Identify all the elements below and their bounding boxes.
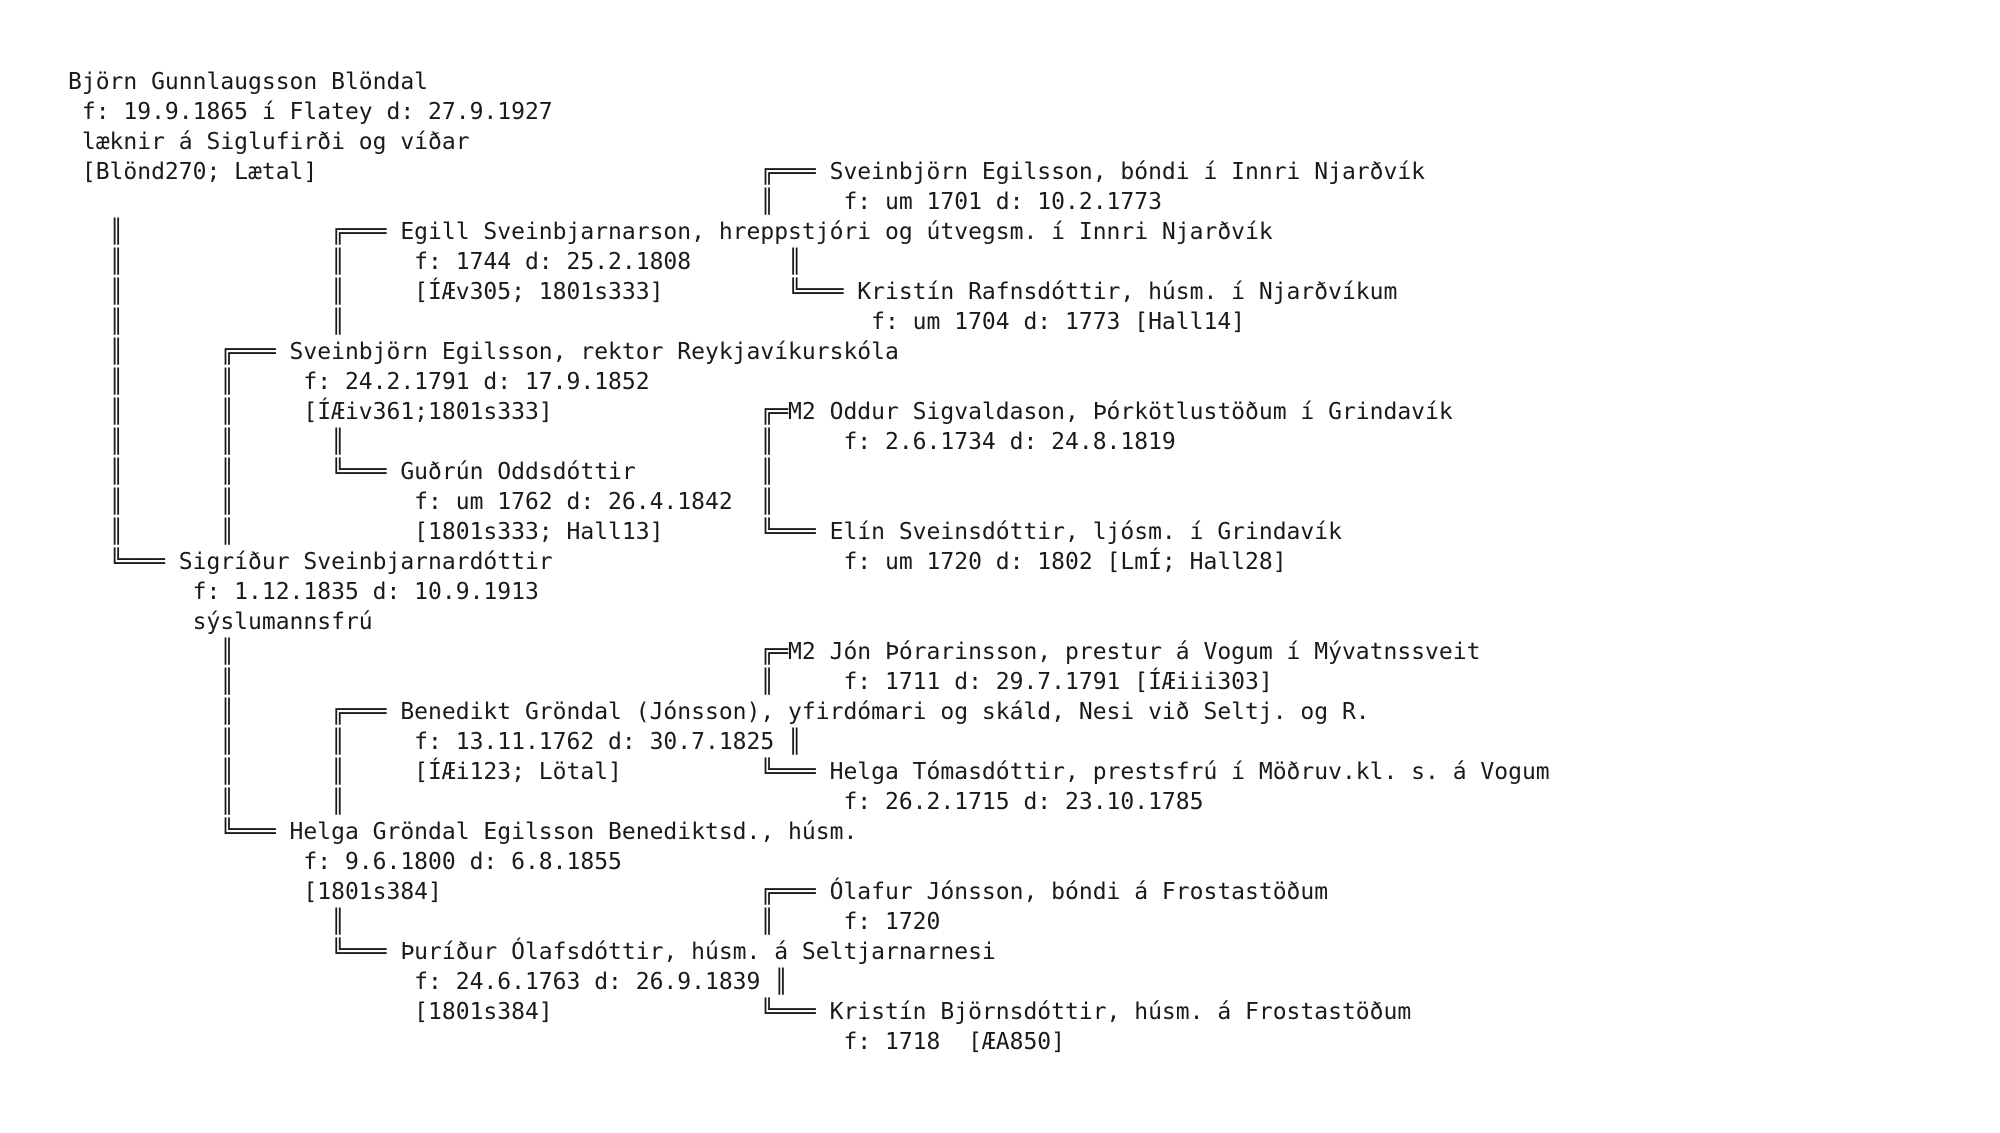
tree-line: læknir á Siglufirði og víðar: [68, 129, 470, 155]
tree-line: ║ ║ f: 1711 d: 29.7.1791 [ÍÆiii303]: [68, 669, 1273, 695]
tree-line: ║ ║ ║ ║ f: 2.6.1734 d: 24.8.1819: [68, 429, 1176, 455]
tree-line: ║ ║ f: 1720: [68, 909, 941, 935]
tree-line: sýslumannsfrú: [68, 609, 373, 635]
tree-line: ║ ║ [ÍÆi123; Lötal] ╚═══ Helga Tómasdótt…: [68, 759, 1550, 785]
tree-line: ║ ╔═══ Sveinbjörn Egilsson, rektor Reykj…: [68, 339, 899, 365]
tree-line: ║ ║ f: um 1704 d: 1773 [Hall14]: [68, 309, 1246, 335]
tree-line: ║ ║ [ÍÆv305; 1801s333] ╚═══ Kristín Rafn…: [68, 279, 1398, 305]
tree-line: f: 24.6.1763 d: 26.9.1839 ║: [68, 969, 789, 995]
tree-line: f: 1718 [ÆA850]: [68, 1029, 1065, 1055]
genealogy-tree: Björn Gunnlaugsson Blöndal f: 19.9.1865 …: [68, 67, 1550, 1057]
tree-line: [1801s384] ╔═══ Ólafur Jónsson, bóndi á …: [68, 879, 1329, 905]
tree-line: f: 19.9.1865 í Flatey d: 27.9.1927: [68, 99, 553, 125]
tree-line: Björn Gunnlaugsson Blöndal: [68, 69, 429, 95]
tree-line: ║ f: um 1701 d: 10.2.1773: [68, 189, 1162, 215]
tree-line: ╚═══ Helga Gröndal Egilsson Benediktsd.,…: [68, 819, 858, 845]
tree-line: ║ ║ f: um 1762 d: 26.4.1842 ║: [68, 489, 775, 515]
tree-line: ║ ║ f: 13.11.1762 d: 30.7.1825 ║: [68, 729, 802, 755]
tree-line: ║ ║ [ÍÆiv361;1801s333] ╔═M2 Oddur Sigval…: [68, 399, 1453, 425]
tree-line: ╚═══ Þuríður Ólafsdóttir, húsm. á Seltja…: [68, 939, 996, 965]
tree-line: ║ ╔═══ Egill Sveinbjarnarson, hreppstjór…: [68, 219, 1273, 245]
tree-line: ╚═══ Sigríður Sveinbjarnardóttir f: um 1…: [68, 549, 1287, 575]
tree-line: ║ ║ ╚═══ Guðrún Oddsdóttir ║: [68, 459, 775, 485]
tree-line: f: 1.12.1835 d: 10.9.1913: [68, 579, 539, 605]
tree-line: f: 9.6.1800 d: 6.8.1855: [68, 849, 622, 875]
tree-line: ║ ║ f: 1744 d: 25.2.1808 ║: [68, 249, 802, 275]
tree-line: ║ ║ f: 26.2.1715 d: 23.10.1785: [68, 789, 1204, 815]
tree-line: [1801s384] ╚═══ Kristín Björnsdóttir, hú…: [68, 999, 1412, 1025]
tree-line: ║ ║ [1801s333; Hall13] ╚═══ Elín Sveinsd…: [68, 519, 1342, 545]
tree-line: ║ ║ f: 24.2.1791 d: 17.9.1852: [68, 369, 650, 395]
tree-line: ║ ╔═M2 Jón Þórarinsson, prestur á Vogum …: [68, 639, 1481, 665]
tree-line: ║ ╔═══ Benedikt Gröndal (Jónsson), yfird…: [68, 699, 1370, 725]
tree-line: [Blönd270; Lætal] ╔═══ Sveinbjörn Egilss…: [68, 159, 1426, 185]
